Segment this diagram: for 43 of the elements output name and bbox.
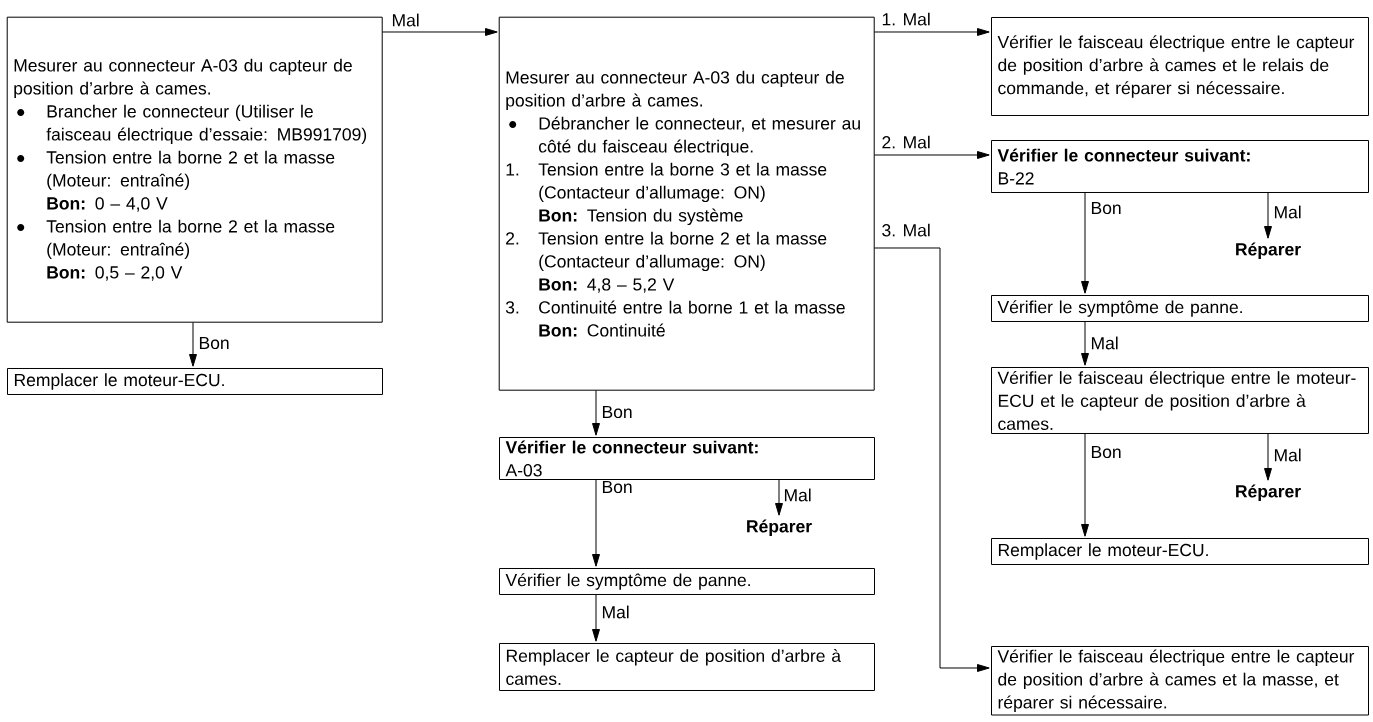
arrow <box>592 389 600 436</box>
edge-label: Bon <box>602 405 632 419</box>
process-box: Vérifier le faisceau électrique entre le moteur-ECU et le capteur de position d’arbre à cames. <box>991 367 1369 434</box>
edge-label: 1. Mal <box>882 12 930 26</box>
process-box: Remplacer le capteur de position d’arbre à cames. <box>499 643 875 691</box>
edge-label: 3. Mal <box>882 223 930 237</box>
arrow <box>873 28 990 36</box>
edge-label: Mal <box>602 605 629 619</box>
edge-label: Bon <box>602 480 632 494</box>
action-text: Réparer <box>1236 242 1301 259</box>
edge-label: Mal <box>1274 448 1301 462</box>
arrow <box>381 28 498 36</box>
process-box: Vérifier le symptôme de panne. <box>991 295 1369 322</box>
arrow <box>873 247 990 672</box>
process-box: Vérifier le faisceau électrique entre le capteur de position d’arbre à cames et la masse, et réparer si nécessaire. <box>991 646 1369 716</box>
arrow <box>592 594 600 642</box>
arrow <box>592 479 600 567</box>
process-box: Remplacer le moteur-ECU. <box>991 538 1369 565</box>
edge-label: Bon <box>1091 201 1121 215</box>
arrow <box>1081 321 1089 366</box>
edge-label: Mal <box>1091 336 1118 350</box>
arrow <box>873 151 990 159</box>
edge-label: Mal <box>392 13 419 27</box>
action-text: Réparer <box>1236 484 1301 501</box>
arrow <box>1081 433 1089 537</box>
edge-label: Bon <box>1091 445 1121 459</box>
arrow <box>775 479 783 516</box>
edge-label: Bon <box>199 336 229 350</box>
arrow <box>189 321 197 367</box>
edge-label: 2. Mal <box>882 135 930 149</box>
process-box: Vérifier le symptôme de panne. <box>499 568 875 595</box>
arrow <box>1264 433 1272 481</box>
process-box: Mesurer au connecteur A-03 du capteur de position d’arbre à cames. Débrancher le connecteur, et mesurer au côté du faisceau électrique. 1. Tension entre la borne 3 et la masse (Contacteur d’allumage: ON) Bon: Tension du système 2. Tension entre la borne 2 et la masse (Contacteur d’allumage: ON) Bon: 4,8 – 5,2 V 3. Continuité entre la borne 1 et la masse Bon: Continuité <box>498 16 875 391</box>
process-box: Vérifier le connecteur suivant: A-03 <box>499 437 875 480</box>
process-box: Remplacer le moteur-ECU. <box>7 368 383 395</box>
arrow <box>1264 192 1272 239</box>
edge-label: Mal <box>784 488 811 502</box>
process-box: Vérifier le faisceau électrique entre le capteur de position d’arbre à cames et le relais de commande, et réparer si nécessaire. <box>991 17 1369 116</box>
arrow <box>1081 192 1089 294</box>
process-box: Vérifier le connecteur suivant: B-22 <box>991 140 1369 193</box>
process-box: Mesurer au connecteur A-03 du capteur de position d’arbre à cames. Brancher le connecteur (Utiliser le faisceau électrique d’essaie: MB991709) Tension entre la borne 2 et la masse (Moteur: entraîné) Bon: 0 – 4,0 V Tension entre la borne 2 et la masse (Moteur: entraîné) Bon: 0,5 – 2,0 V <box>6 16 383 323</box>
edge-label: Mal <box>1274 205 1301 219</box>
action-text: Réparer <box>747 519 812 536</box>
